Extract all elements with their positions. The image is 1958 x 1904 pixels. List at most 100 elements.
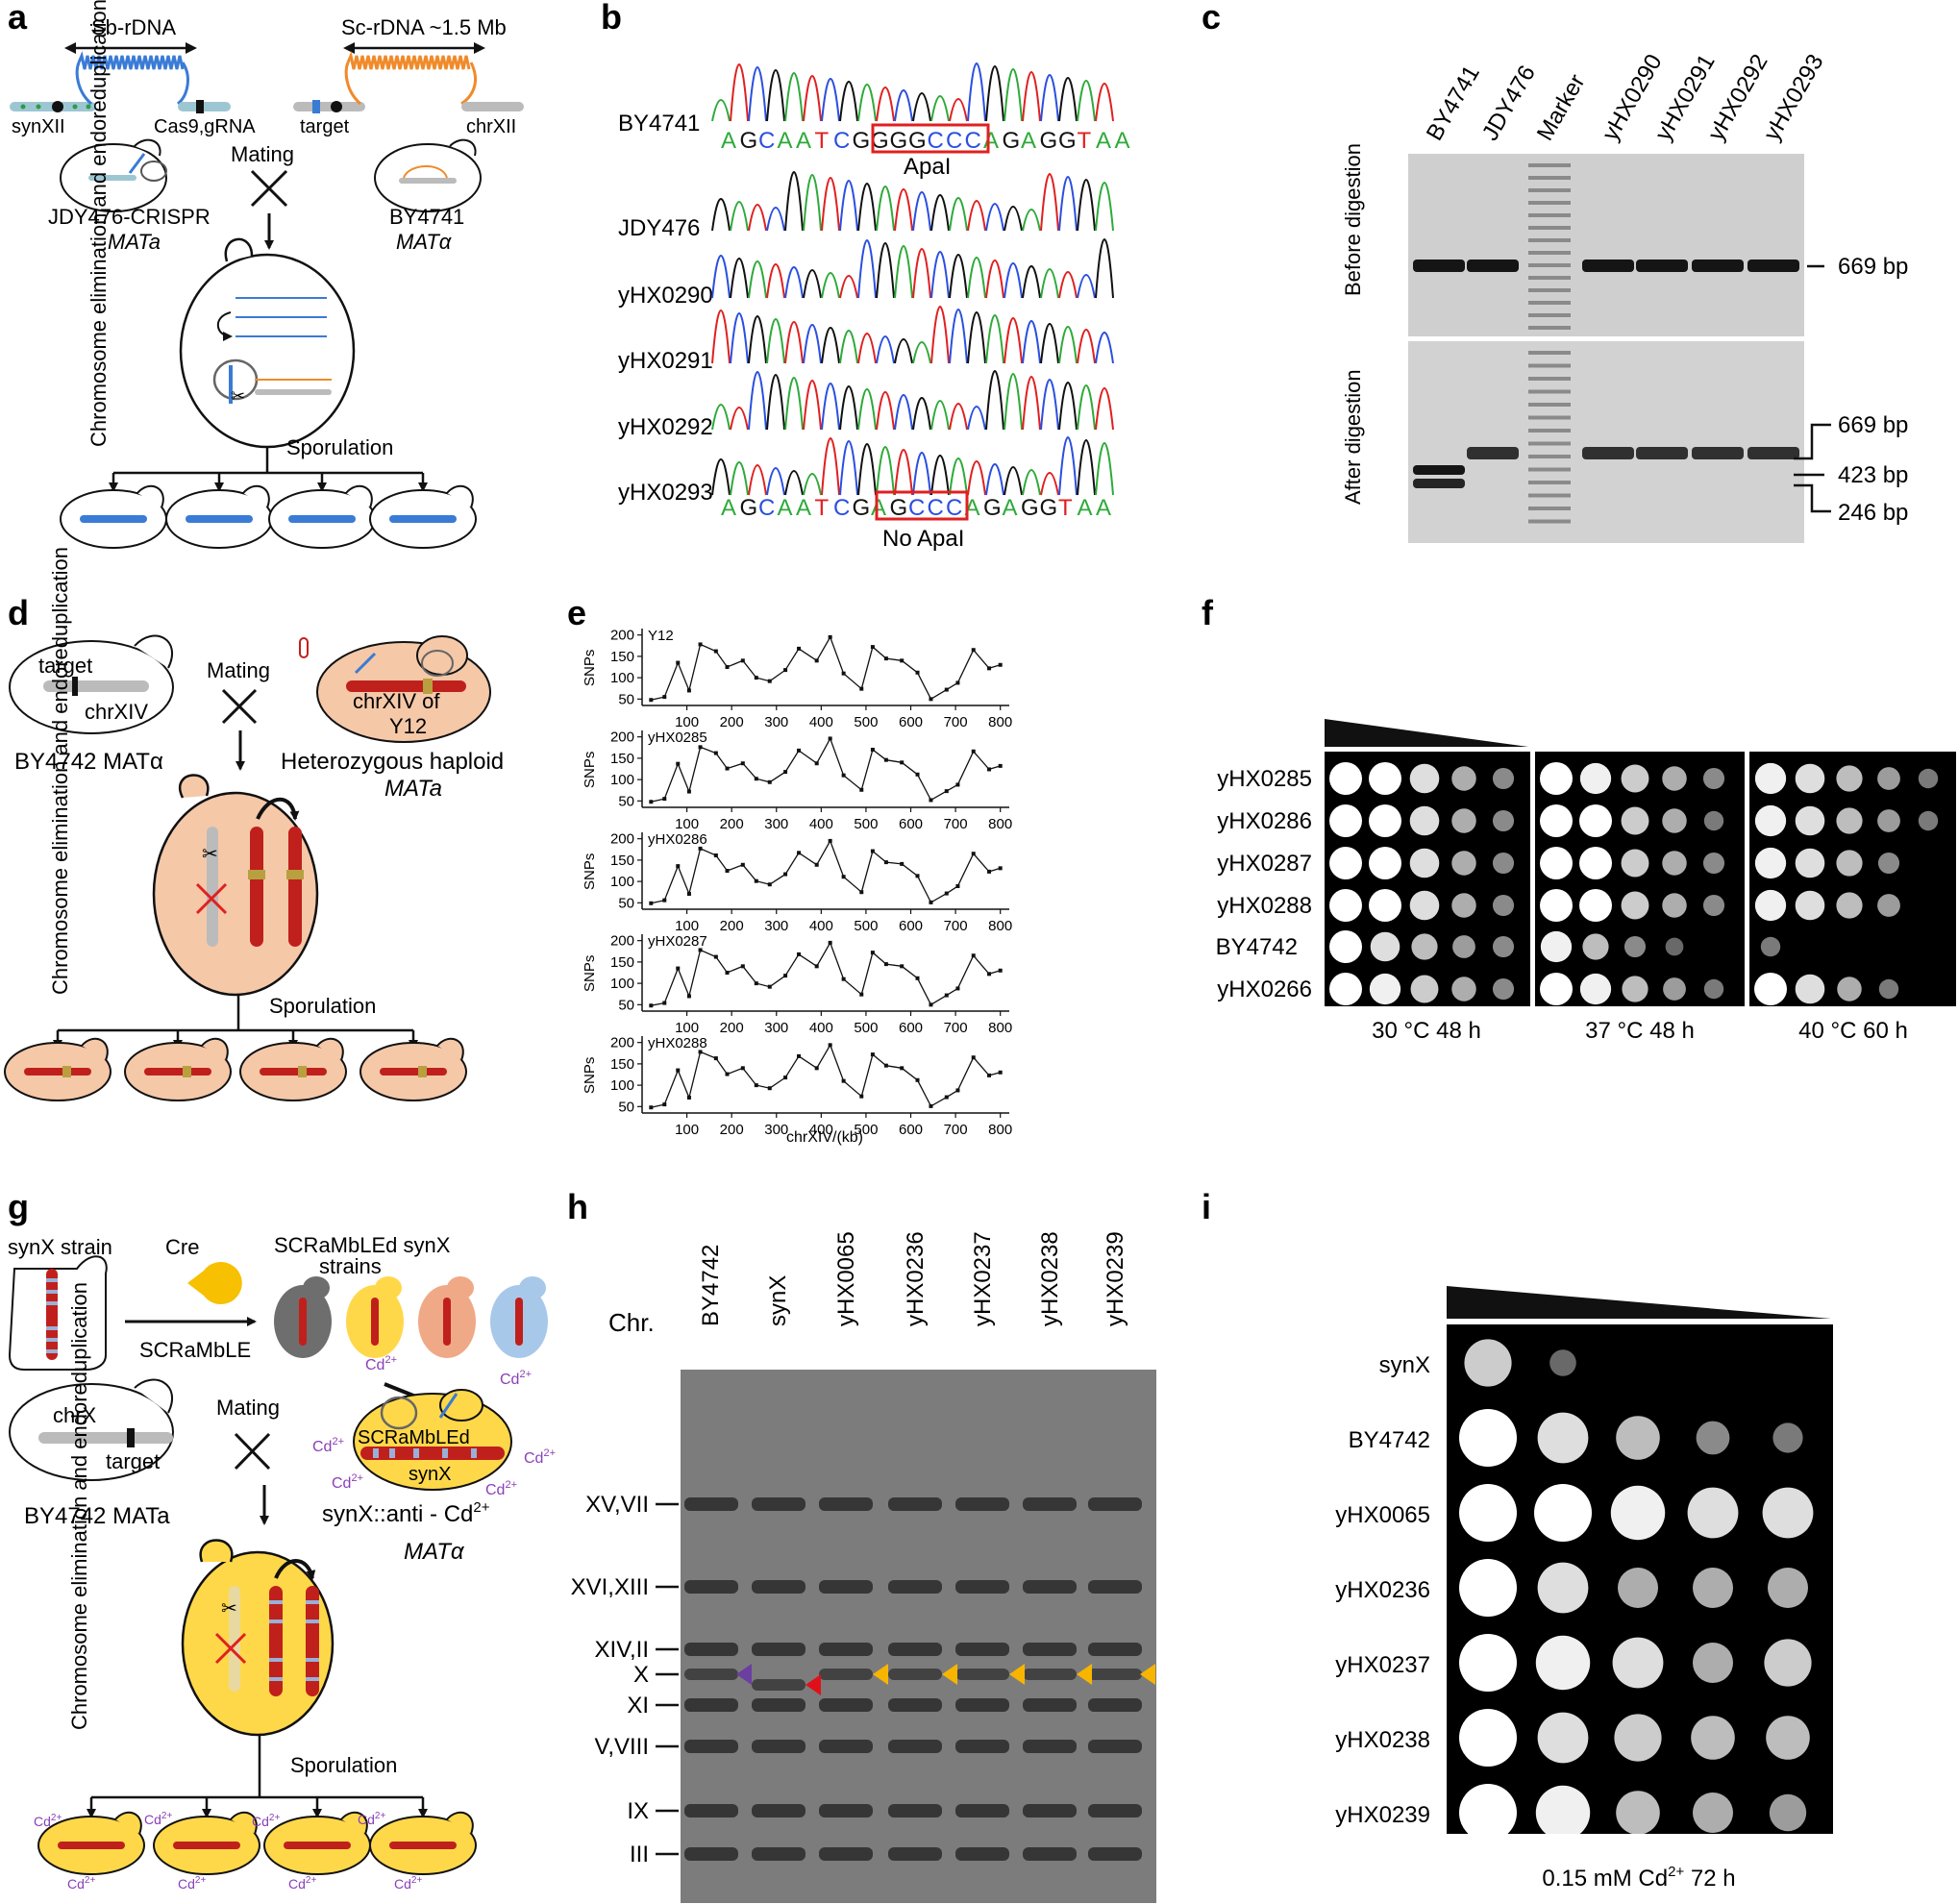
chromatogram-peak bbox=[985, 260, 1004, 299]
chromatogram-peak bbox=[711, 404, 731, 431]
gel-before bbox=[1408, 154, 1804, 336]
spot-colony bbox=[1369, 804, 1401, 837]
spot-colony bbox=[1754, 804, 1787, 837]
spot-colony bbox=[1795, 974, 1825, 1004]
chromatogram-peak bbox=[766, 374, 785, 431]
data-point bbox=[944, 993, 949, 998]
chromatogram-peak bbox=[1040, 323, 1059, 364]
pfge-band bbox=[752, 1643, 806, 1656]
pfge-band bbox=[888, 1804, 942, 1817]
chart-xlabel: chrXIV/(kb) bbox=[786, 1129, 863, 1146]
spot-colony bbox=[1662, 851, 1687, 876]
chromatogram-peak bbox=[1077, 274, 1096, 299]
data-point bbox=[971, 852, 976, 856]
chromatogram-peak bbox=[1004, 68, 1023, 122]
x-tick-label: 200 bbox=[720, 918, 744, 934]
spot-colony bbox=[1662, 893, 1687, 918]
panel-f: yHX0285 yHX0286 yHX0287 yHX0288 BY4742 y… bbox=[1216, 719, 1956, 1044]
b-strain-0: BY4741 bbox=[618, 111, 700, 136]
chromatogram-peak bbox=[803, 380, 822, 431]
chromatogram-peak bbox=[803, 324, 822, 364]
data-point bbox=[797, 851, 802, 855]
sporulation-label-g: Sporulation bbox=[290, 1753, 397, 1777]
strain-jdy476-mat: MATa bbox=[108, 230, 161, 254]
spot-colony bbox=[1535, 1635, 1591, 1691]
x-tick-label: 700 bbox=[944, 918, 968, 934]
data-point bbox=[713, 853, 718, 857]
arrowhead-yellow-4 bbox=[1140, 1664, 1155, 1685]
f-strain-5: yHX0266 bbox=[1217, 977, 1312, 1002]
chromatogram-peak bbox=[1095, 83, 1114, 122]
y-tick-label: 100 bbox=[610, 976, 634, 992]
chromatogram-peak bbox=[711, 309, 731, 364]
panel-letter-i: i bbox=[1202, 1187, 1211, 1226]
f-cond-2: 40 °C 60 h bbox=[1798, 1018, 1908, 1044]
chromatogram-peak bbox=[1022, 469, 1041, 496]
cd-ion-label: Cd2+ bbox=[288, 1875, 316, 1892]
spot-colony bbox=[1329, 973, 1362, 1005]
ladder-band bbox=[1528, 251, 1571, 255]
synx-strain-label: synX strain bbox=[8, 1235, 112, 1259]
plate-40c bbox=[1749, 752, 1956, 1006]
data-point bbox=[987, 869, 992, 874]
y-axis-label: SNPs bbox=[582, 1057, 598, 1094]
x-tick-label: 100 bbox=[675, 714, 699, 730]
pfge-band-x bbox=[752, 1679, 806, 1691]
chromatogram-peak bbox=[985, 463, 1004, 496]
spot-colony bbox=[1663, 977, 1686, 1001]
b-strain-1: JDY476 bbox=[618, 215, 700, 241]
series-line bbox=[651, 635, 1001, 701]
spot-colony bbox=[1795, 890, 1825, 921]
i-condition: 0.15 mM Cd2+ 72 h bbox=[1542, 1864, 1735, 1892]
chrxiv-label-d: chrXIV bbox=[85, 700, 148, 724]
x-tick-label: 800 bbox=[988, 714, 1012, 730]
h-lane-1: synX bbox=[765, 1275, 791, 1326]
base-letter: G bbox=[1021, 495, 1039, 521]
gel-band bbox=[1413, 260, 1465, 272]
data-point bbox=[698, 745, 703, 750]
spot-colony bbox=[1769, 1793, 1807, 1832]
pfge-band bbox=[888, 1497, 942, 1511]
side-label-g: Chromosome elimination and endoreduplica… bbox=[67, 1282, 91, 1730]
x-tick-label: 300 bbox=[764, 714, 788, 730]
pfge-band bbox=[819, 1643, 873, 1656]
base-letter: A bbox=[1115, 128, 1130, 154]
data-point bbox=[870, 1052, 875, 1057]
y-tick-label: 200 bbox=[610, 831, 634, 848]
x-tick-label: 500 bbox=[854, 1020, 878, 1036]
chromatogram-peak bbox=[985, 314, 1004, 364]
chromatogram-peak bbox=[1004, 206, 1023, 232]
base-letter: G bbox=[890, 495, 908, 521]
data-point bbox=[859, 686, 864, 691]
spot-colony bbox=[1687, 1487, 1739, 1539]
arrowhead-yellow-2 bbox=[1009, 1664, 1025, 1685]
arrowhead-purple bbox=[736, 1664, 752, 1685]
data-point bbox=[828, 838, 832, 843]
chromatogram-peak bbox=[876, 446, 895, 496]
x-tick-label: 600 bbox=[899, 918, 923, 934]
spot-colony bbox=[1760, 936, 1781, 957]
y-tick-label: 150 bbox=[610, 751, 634, 767]
pfge-band bbox=[752, 1580, 806, 1594]
gel-band bbox=[1582, 260, 1634, 272]
data-point bbox=[870, 748, 875, 752]
gel-band bbox=[1636, 260, 1688, 272]
strain-heterozygous: Heterozygous haploid bbox=[281, 749, 504, 775]
spot-colony bbox=[1329, 847, 1362, 879]
pfge-bands bbox=[684, 1497, 1142, 1861]
pfge-band bbox=[1023, 1804, 1077, 1817]
data-point bbox=[754, 676, 758, 680]
spore-cell bbox=[60, 484, 167, 549]
data-point bbox=[828, 736, 832, 741]
side-label-d: Chromosome elimination and endoreduplica… bbox=[48, 547, 72, 995]
ladder-band bbox=[1528, 313, 1571, 317]
spot-colony bbox=[1329, 762, 1362, 795]
data-point bbox=[740, 862, 745, 867]
data-point bbox=[814, 761, 819, 766]
data-point bbox=[955, 1088, 960, 1093]
spot-colony bbox=[1918, 768, 1939, 789]
data-point bbox=[662, 797, 667, 802]
data-point bbox=[713, 954, 718, 959]
y-axis-label: SNPs bbox=[582, 752, 598, 788]
